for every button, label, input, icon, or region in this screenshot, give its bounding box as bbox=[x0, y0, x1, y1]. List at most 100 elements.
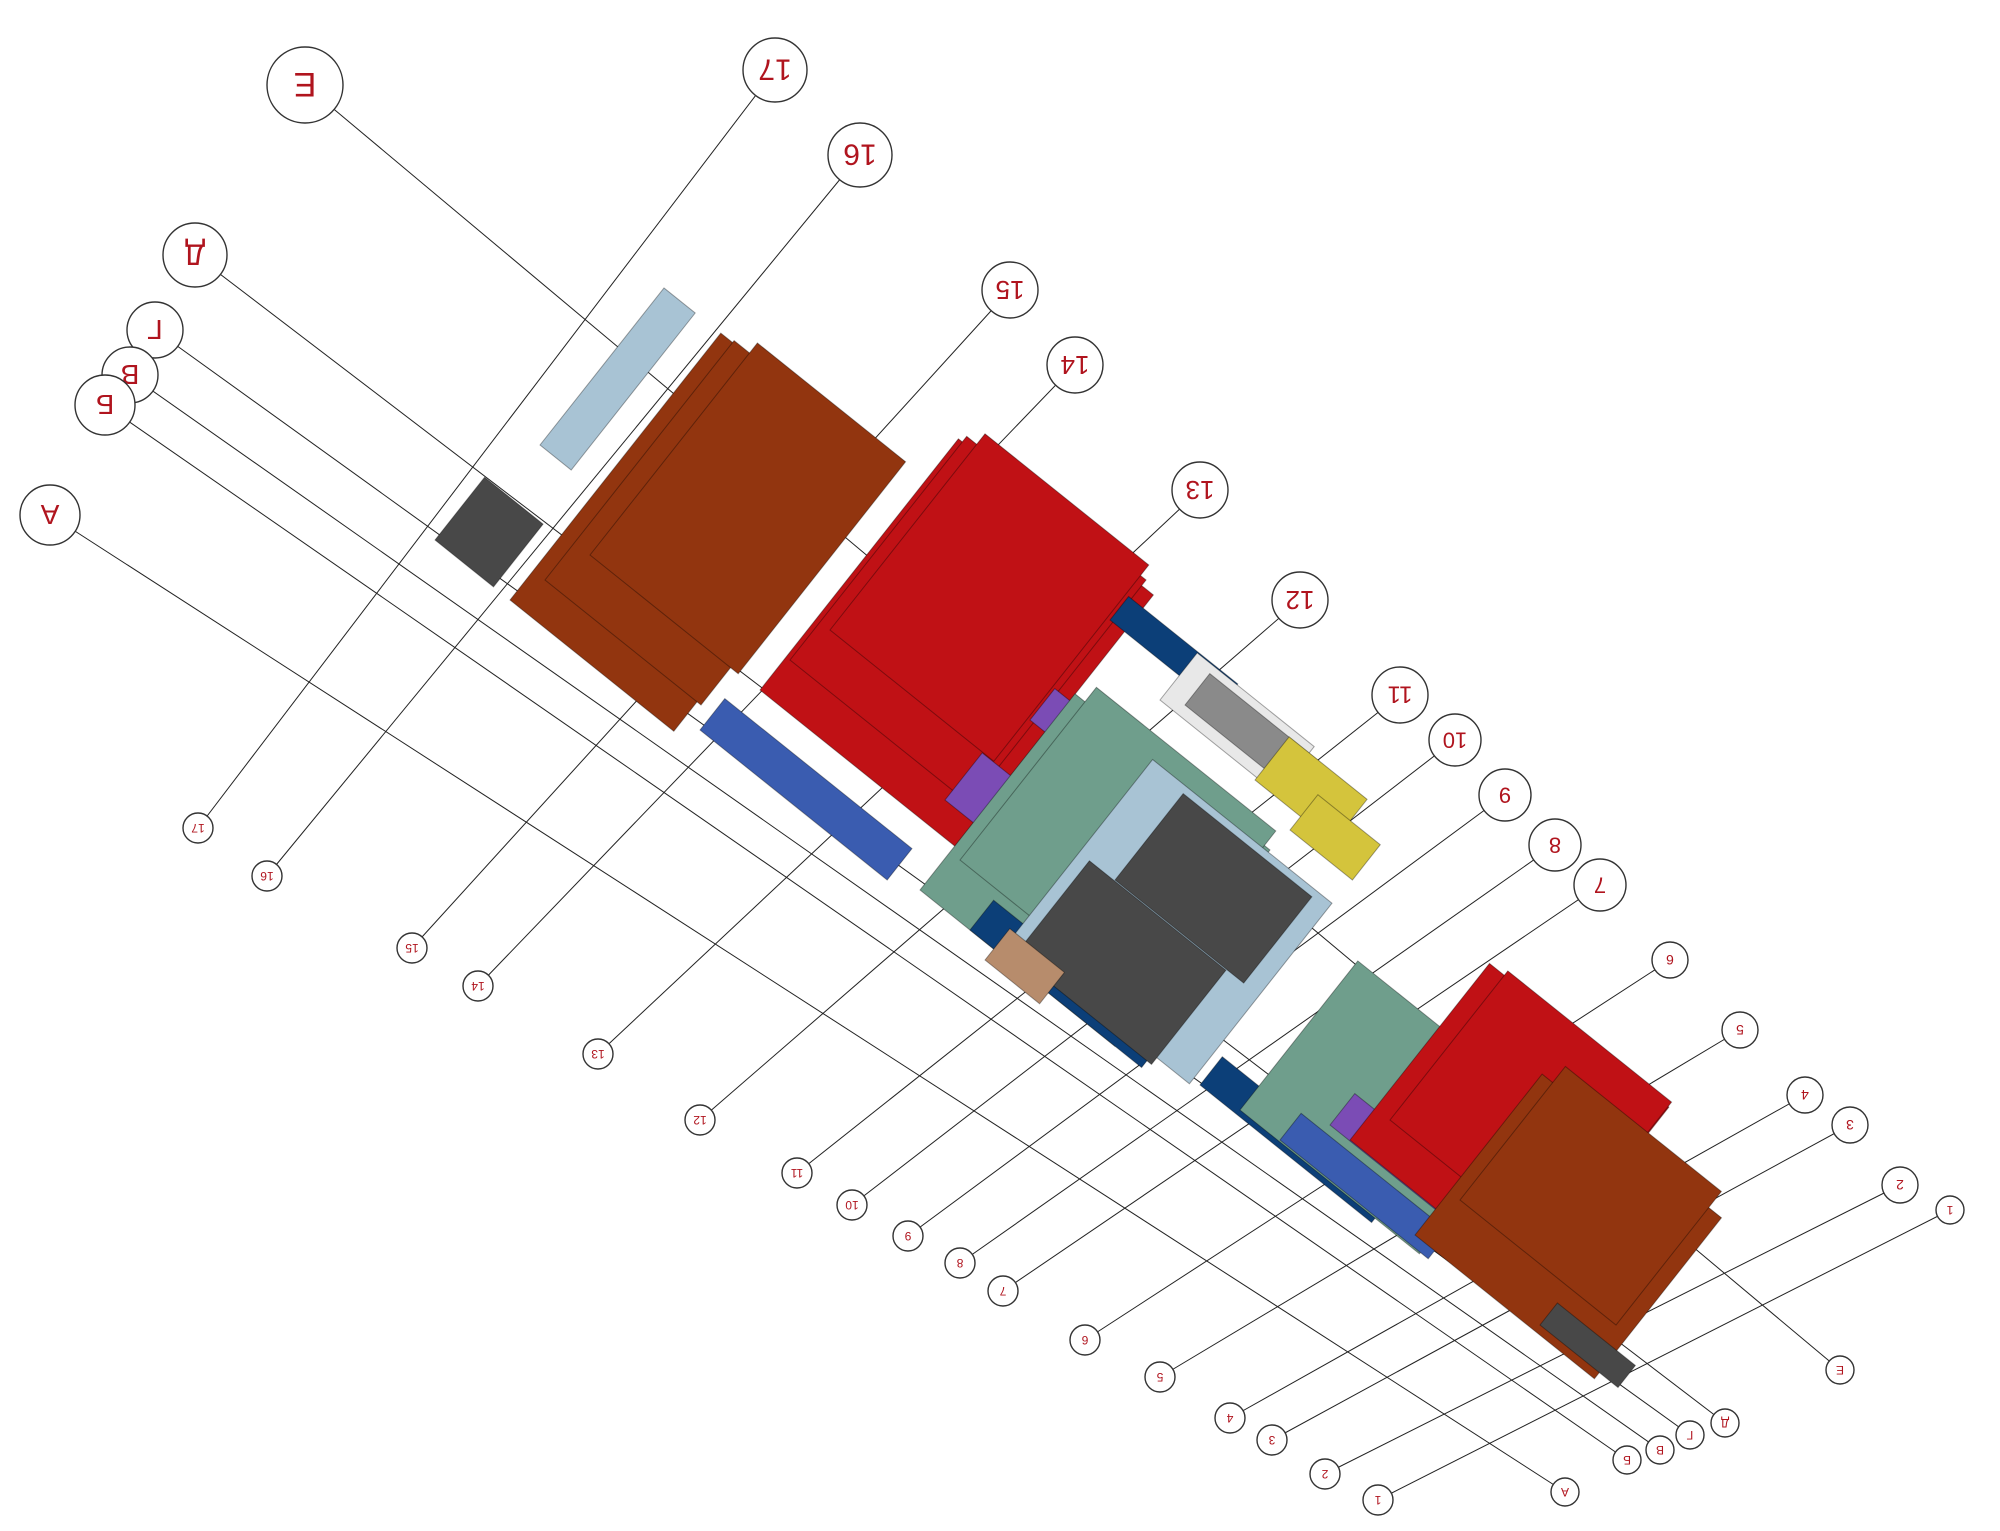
grid-bubble-top-17-circle bbox=[742, 37, 808, 103]
grid-bubble-bottom-2-circle bbox=[1309, 1458, 1341, 1490]
grid-bubble-top-2-label: 2 bbox=[1896, 1177, 1904, 1193]
grid-bubble-bottom-5-label: 5 bbox=[1156, 1370, 1163, 1384]
grid-bubble-top-10-circle bbox=[1428, 713, 1482, 767]
grid-bubble-top-15: 15 bbox=[981, 261, 1039, 319]
grid-bubble-top-16: 16 bbox=[827, 122, 893, 188]
grid-bubble-bottom-15-label: 15 bbox=[405, 941, 419, 955]
grid-bubble-bottom-Д-circle bbox=[1710, 1408, 1740, 1438]
grid-bubble-top-8-circle bbox=[1528, 818, 1582, 872]
grid-bubble-top-4-circle bbox=[1786, 1076, 1824, 1114]
grid-bubble-bottom-14-label: 14 bbox=[471, 979, 485, 993]
grid-line-В bbox=[129, 374, 1661, 1451]
grid-bubble-bottom-8-label: 8 bbox=[956, 1256, 963, 1270]
grid-bubble-bottom-Д: Д bbox=[1710, 1408, 1740, 1438]
floor-slab-red-3 bbox=[829, 433, 1150, 763]
grid-bubble-bottom-В-label: В bbox=[1656, 1443, 1664, 1457]
grid-bubble-top-9-circle bbox=[1478, 768, 1532, 822]
grid-bubble-bottom-10: 10 bbox=[836, 1189, 868, 1221]
grid-bubble-top-Д-label: Д bbox=[185, 238, 205, 271]
grid-bubble-bottom-16-label: 16 bbox=[260, 869, 274, 883]
grid-bubble-top-3-circle bbox=[1831, 1106, 1869, 1144]
grid-bubble-top-11-label: 11 bbox=[1388, 681, 1413, 708]
grid-bubble-top-А: А bbox=[19, 484, 81, 546]
grid-bubble-bottom-9-circle bbox=[892, 1220, 924, 1252]
grid-bubble-top-14-circle bbox=[1046, 336, 1104, 394]
grid-bubble-top-5-circle bbox=[1721, 1011, 1759, 1049]
grid-bubble-bottom-3: 3 bbox=[1256, 1424, 1288, 1456]
grid-bubble-top-15-circle bbox=[981, 261, 1039, 319]
grid-bubble-bottom-13: 13 bbox=[582, 1038, 614, 1070]
grid-bubble-top-2-circle bbox=[1881, 1166, 1919, 1204]
grid-bubble-bottom-3-label: 3 bbox=[1268, 1433, 1275, 1447]
grid-bubble-top-17: 17 bbox=[742, 37, 808, 103]
grid-line-17 bbox=[197, 69, 776, 829]
grid-bubble-top-1: 1 bbox=[1935, 1195, 1965, 1225]
grid-bubble-bottom-7-label: 7 bbox=[999, 1284, 1006, 1298]
grid-bubble-bottom-16-circle bbox=[251, 860, 283, 892]
landing-tan bbox=[984, 927, 1066, 1005]
roof-block-dark-gray bbox=[434, 476, 544, 588]
grid-bubble-top-Е-circle bbox=[266, 46, 344, 124]
grid-bubble-bottom-8: 8 bbox=[944, 1247, 976, 1279]
grid-bubble-bottom-7-circle bbox=[987, 1275, 1019, 1307]
grid-bubble-bottom-А-label: А bbox=[1561, 1485, 1569, 1499]
grid-line-Б bbox=[104, 404, 1628, 1461]
grid-bubble-bottom-15-circle bbox=[396, 932, 428, 964]
grid-bubble-top-8: 8 bbox=[1528, 818, 1582, 872]
grid-bubble-bottom-10-label: 10 bbox=[845, 1198, 859, 1212]
grid-bubble-bottom-10-circle bbox=[836, 1189, 868, 1221]
grid-bubble-top-16-circle bbox=[827, 122, 893, 188]
grid-bubble-bottom-Е-label: Е bbox=[1836, 1363, 1844, 1377]
grid-bubble-top-16-label: 16 bbox=[843, 138, 876, 171]
grid-bubble-bottom-12: 12 bbox=[684, 1104, 716, 1136]
grid-bubble-top-1-label: 1 bbox=[1946, 1203, 1953, 1217]
grid-bubble-top-11-circle bbox=[1371, 666, 1429, 724]
grid-bubble-top-1-circle bbox=[1935, 1195, 1965, 1225]
grid-line-А bbox=[49, 514, 1566, 1493]
grid-bubble-top-Б-label: Б bbox=[96, 389, 114, 420]
grid-bubble-top-6-circle bbox=[1651, 941, 1689, 979]
floor-slab-brown-5 bbox=[1459, 1065, 1723, 1326]
grid-bubble-top-5-label: 5 bbox=[1736, 1022, 1744, 1038]
grid-bubble-bottom-5: 5 bbox=[1144, 1361, 1176, 1393]
grid-bubble-top-13-circle bbox=[1171, 461, 1229, 519]
grid-bubble-top-10-label: 10 bbox=[1443, 727, 1467, 752]
grid-bubble-bottom-3-circle bbox=[1256, 1424, 1288, 1456]
grid-bubble-bottom-17: 17 bbox=[182, 812, 214, 844]
grid-bubble-bottom-6-circle bbox=[1069, 1324, 1101, 1356]
grid-bubble-top-4: 4 bbox=[1786, 1076, 1824, 1114]
grid-bubble-top-11: 11 bbox=[1371, 666, 1429, 724]
grid-bubble-top-4-label: 4 bbox=[1801, 1087, 1809, 1103]
grid-bubble-bottom-9-label: 9 bbox=[904, 1229, 911, 1243]
grid-bubble-top-8-label: 8 bbox=[1549, 832, 1561, 857]
grid-bubble-top-5: 5 bbox=[1721, 1011, 1759, 1049]
grid-bubble-bottom-12-label: 12 bbox=[693, 1113, 707, 1127]
grid-bubble-bottom-В: В bbox=[1645, 1435, 1675, 1465]
grid-bubble-top-А-label: А bbox=[40, 499, 59, 530]
grid-bubble-top-Г: Г bbox=[126, 301, 184, 359]
core-yellow-2 bbox=[1289, 793, 1382, 881]
grid-bubble-top-12-label: 12 bbox=[1286, 585, 1315, 615]
grid-bubble-bottom-1-label: 1 bbox=[1374, 1493, 1381, 1507]
floor-slab-dark-gray-1 bbox=[1014, 860, 1227, 1066]
grid-bubble-bottom-13-circle bbox=[582, 1038, 614, 1070]
roof-panel-light-blue bbox=[539, 287, 696, 471]
grid-bubble-bottom-14-circle bbox=[462, 970, 494, 1002]
grid-bubble-bottom-9: 9 bbox=[892, 1220, 924, 1252]
grid-bubble-top-3-label: 3 bbox=[1846, 1117, 1854, 1133]
foundation-step-dark-gray bbox=[1539, 1302, 1637, 1389]
grid-bubble-top-12: 12 bbox=[1271, 571, 1329, 629]
grid-bubble-bottom-12-circle bbox=[684, 1104, 716, 1136]
grid-bubble-bottom-Б-circle bbox=[1612, 1445, 1642, 1475]
grid-bubble-bottom-17-circle bbox=[182, 812, 214, 844]
grid-bubble-top-А-circle bbox=[19, 484, 81, 546]
grid-bubble-top-9: 9 bbox=[1478, 768, 1532, 822]
grid-bubble-bottom-Б: Б bbox=[1612, 1445, 1642, 1475]
grid-line-1 bbox=[1377, 1209, 1951, 1501]
grid-bubble-bottom-1-circle bbox=[1362, 1484, 1394, 1516]
floor-strip-blue-1 bbox=[699, 697, 913, 881]
grid-bubble-top-2: 2 bbox=[1881, 1166, 1919, 1204]
grid-bubble-top-17-label: 17 bbox=[758, 53, 791, 86]
grid-bubble-bottom-2-label: 2 bbox=[1321, 1467, 1328, 1481]
